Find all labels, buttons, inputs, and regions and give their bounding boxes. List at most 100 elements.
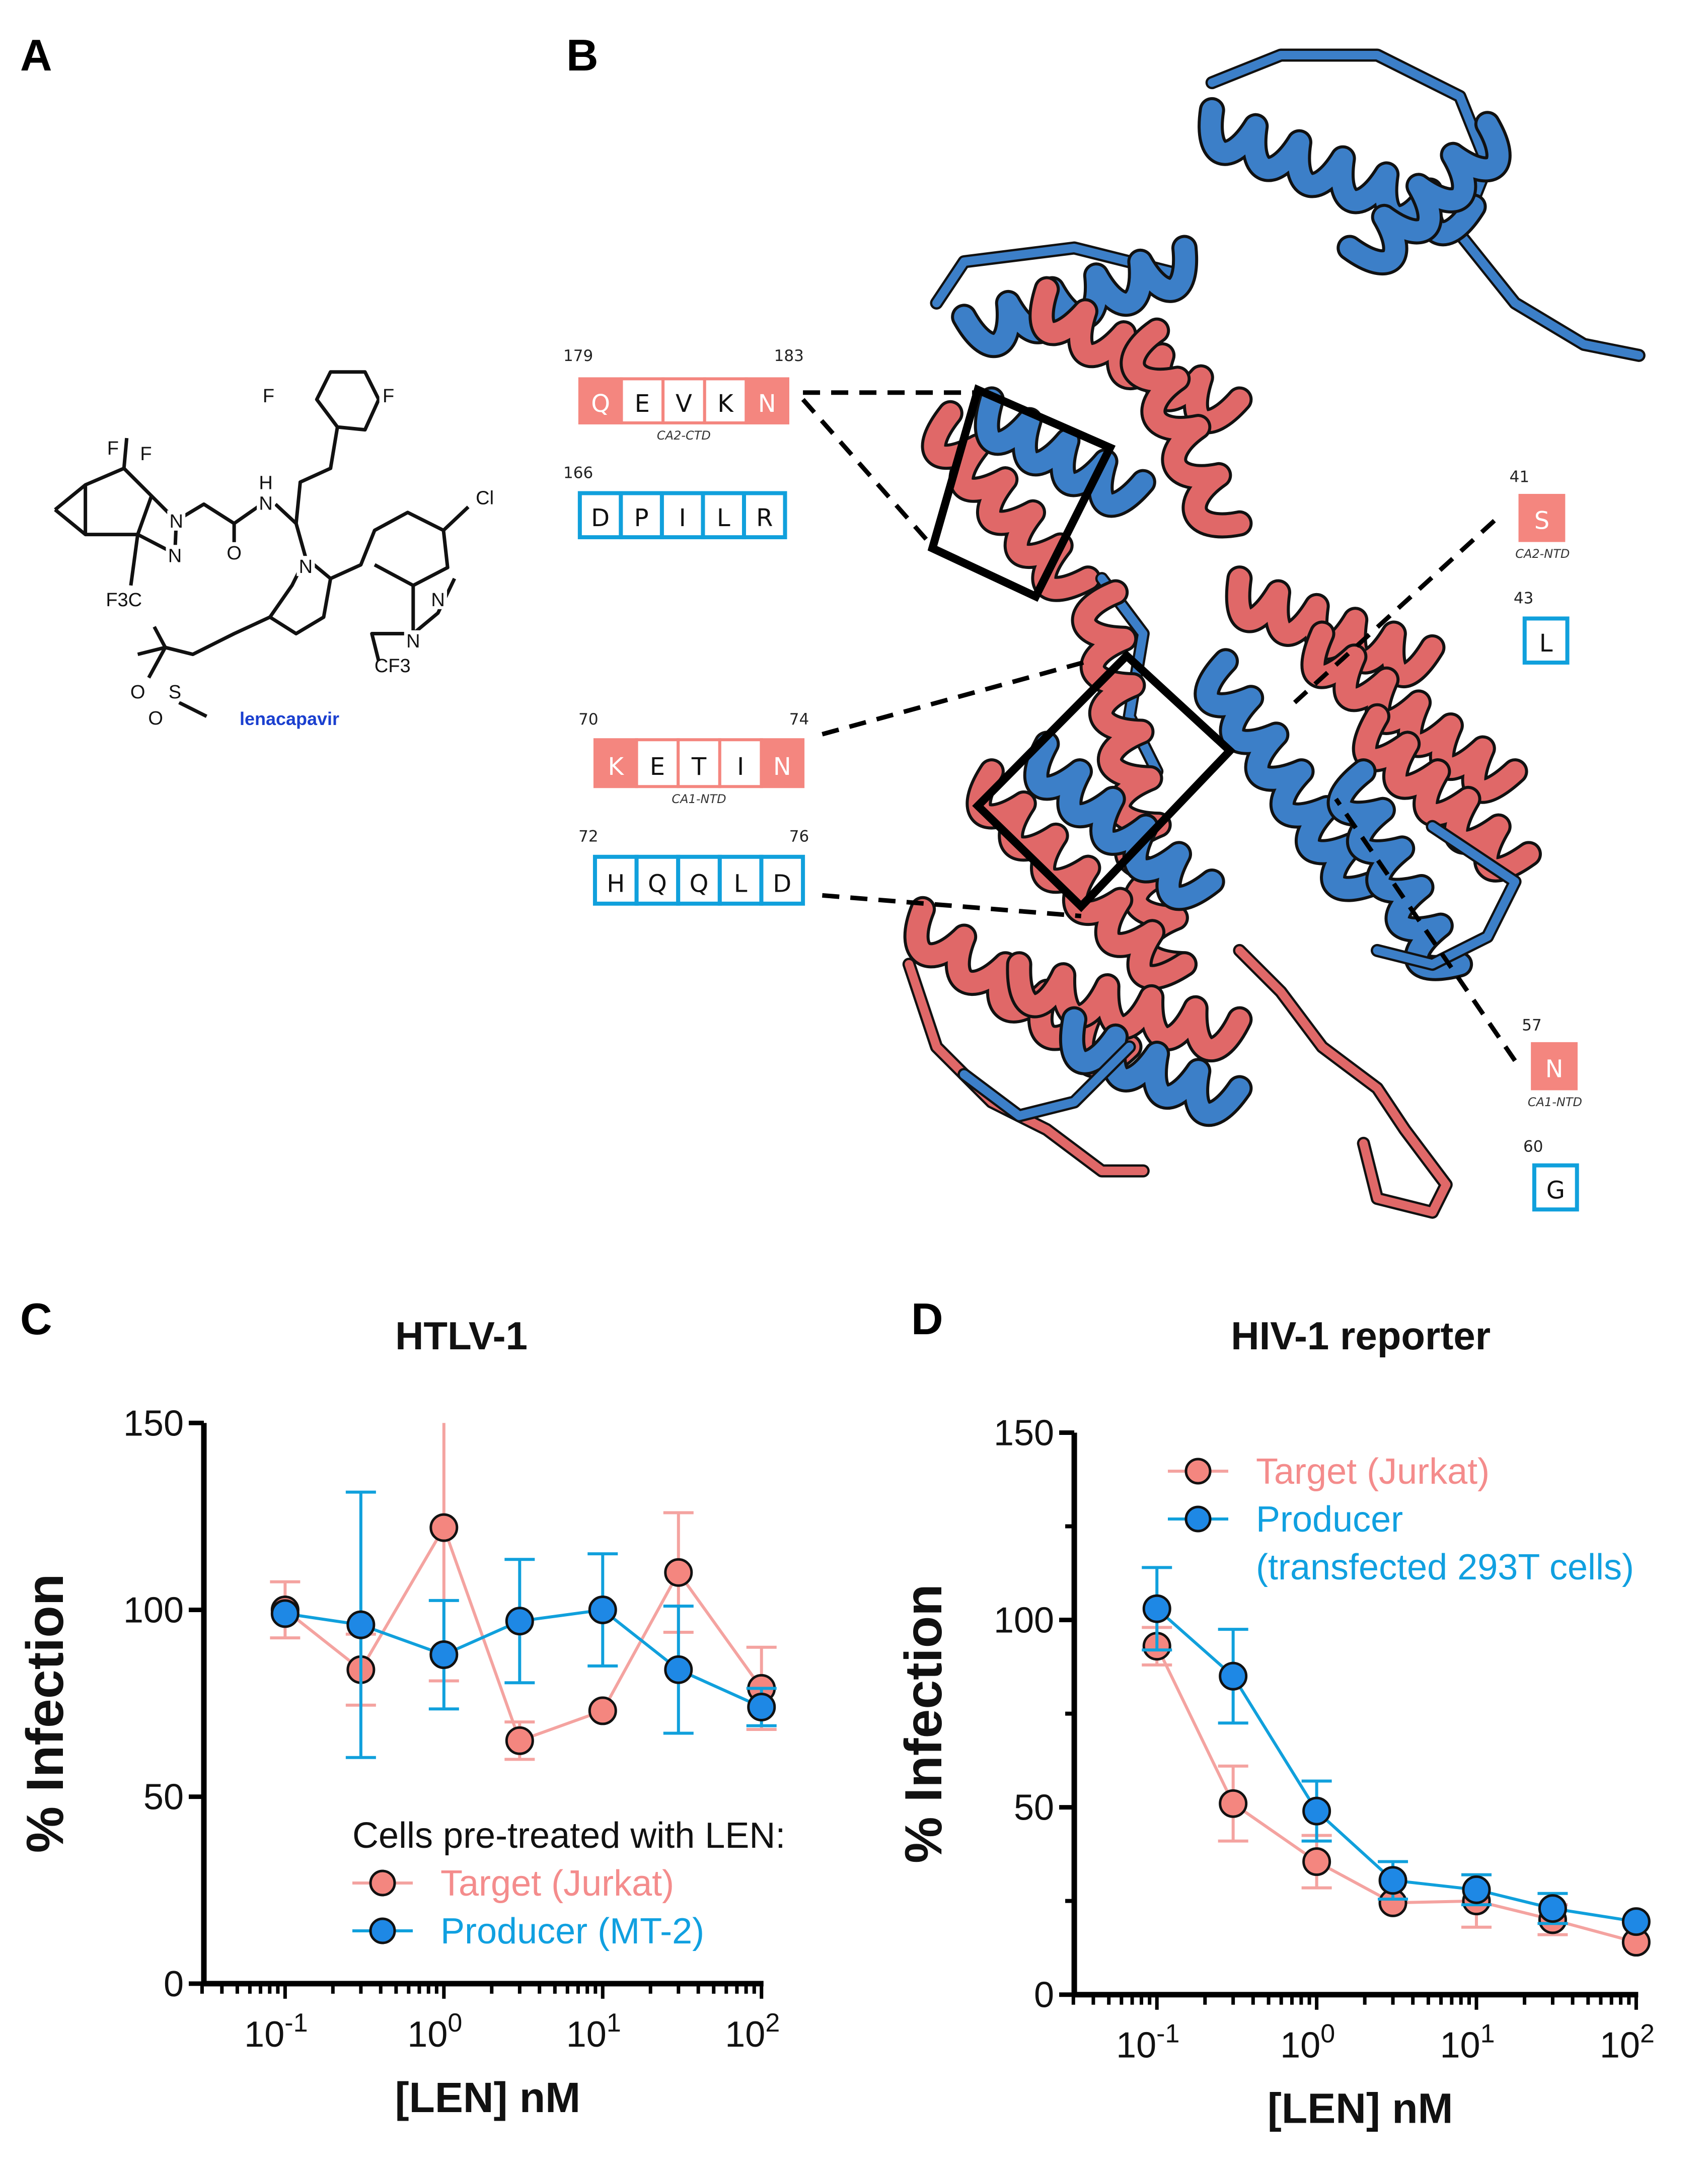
atom-label: H	[259, 472, 272, 493]
atom-bg	[476, 487, 494, 508]
atom-bg	[404, 630, 422, 650]
helix	[906, 899, 1140, 1076]
residue-letter: L	[1539, 629, 1553, 658]
bond	[136, 494, 178, 556]
residue-letter: D	[773, 870, 791, 898]
atom-label: N	[168, 545, 182, 566]
atom-bg	[137, 443, 156, 463]
connector-dashed-line	[801, 398, 938, 553]
y-tick-label: 0	[164, 1964, 184, 2004]
bond	[153, 626, 167, 648]
residue-letter: L	[717, 504, 730, 532]
y-tick-label: 100	[994, 1601, 1054, 1641]
residue-box	[760, 738, 805, 788]
atom-bg	[167, 510, 186, 531]
atom-bg	[146, 707, 165, 728]
residue-box	[741, 491, 787, 540]
legend-label: Producer (MT-2)	[440, 1911, 704, 1951]
residue-box	[620, 377, 665, 424]
x-tick-exponent: 0	[1320, 2019, 1335, 2049]
x-tick-base: 10	[244, 2014, 284, 2055]
loop-outline	[1233, 944, 1453, 1219]
atom-bg	[166, 545, 184, 565]
data-point	[1302, 1796, 1331, 1826]
domain-label: CA1-NTD	[1528, 1095, 1582, 1109]
atom-label: O	[130, 682, 145, 703]
residue-letter: Q	[690, 870, 709, 898]
chart-title: HIV-1 reporter	[1231, 1314, 1491, 1358]
residue-box	[592, 854, 639, 906]
panel-label-c: C	[20, 1294, 52, 1344]
atom-label: F	[263, 386, 274, 407]
residue-letter: N	[758, 390, 776, 418]
residue-box	[676, 854, 722, 906]
helix	[977, 389, 1153, 515]
bond	[129, 534, 140, 586]
residue-box	[1531, 1042, 1578, 1091]
atom-label: F	[140, 444, 152, 465]
atom-label: N	[406, 631, 420, 652]
bond	[330, 511, 450, 588]
x-tick-base: 10	[407, 2014, 448, 2055]
residue-box	[745, 377, 789, 424]
residue-letter: I	[737, 753, 744, 781]
chart-title: HTLV-1	[395, 1314, 528, 1358]
residue-box	[701, 491, 746, 540]
residue-letter: N	[1545, 1055, 1564, 1083]
residue-letter: V	[676, 390, 692, 418]
residue-letter: Q	[648, 870, 667, 898]
residue-letter: L	[734, 870, 748, 898]
residue-letter: P	[634, 504, 649, 532]
atom-label: N	[169, 511, 183, 532]
data-point	[429, 1640, 459, 1670]
residue-letter: K	[717, 390, 734, 418]
x-tick-base: 10	[1440, 2026, 1480, 2066]
data-point	[1378, 1866, 1407, 1895]
atom-label: F	[107, 438, 119, 459]
y-tick-label: 0	[1034, 1975, 1054, 2015]
atom-bg	[259, 385, 278, 405]
residue-number: 60	[1523, 1137, 1543, 1155]
x-tick-base: 10	[1600, 2026, 1640, 2066]
y-tick-label: 50	[143, 1777, 184, 1818]
bond	[178, 701, 207, 718]
atom-bg	[429, 589, 448, 609]
atom-bg	[104, 437, 122, 458]
x-tick-base: 10	[566, 2014, 607, 2055]
residue-letter: K	[608, 753, 625, 781]
residue-box	[703, 377, 748, 424]
bond	[147, 615, 271, 679]
data-point	[1219, 1661, 1248, 1691]
domain-label: CA2-NTD	[1515, 547, 1570, 561]
helix	[1329, 761, 1470, 978]
residue-letter: E	[650, 753, 665, 781]
atom-bg	[379, 385, 398, 405]
helix	[1123, 320, 1250, 536]
legend-marker	[369, 1917, 396, 1944]
binding-site-box-2	[972, 650, 1236, 912]
data-point	[270, 1599, 300, 1628]
residue-letter: S	[1534, 507, 1549, 535]
data-point	[588, 1696, 617, 1725]
atom-bg	[296, 556, 315, 576]
atom-bg	[257, 492, 275, 513]
residue-number: 43	[1514, 589, 1533, 607]
domain-label: CA2-CTD	[657, 428, 711, 443]
x-tick-exponent: 1	[607, 2008, 621, 2038]
atom-label: O	[148, 708, 163, 729]
x-tick-base: 10	[725, 2014, 765, 2055]
legend-label-line2: (transfected 293T cells)	[1256, 1547, 1634, 1587]
loop	[1235, 946, 1451, 1217]
bond	[294, 370, 381, 524]
atom-label: Cl	[476, 487, 494, 509]
residue-box	[759, 854, 805, 906]
legend-label: Target (Jurkat)	[1256, 1452, 1490, 1492]
